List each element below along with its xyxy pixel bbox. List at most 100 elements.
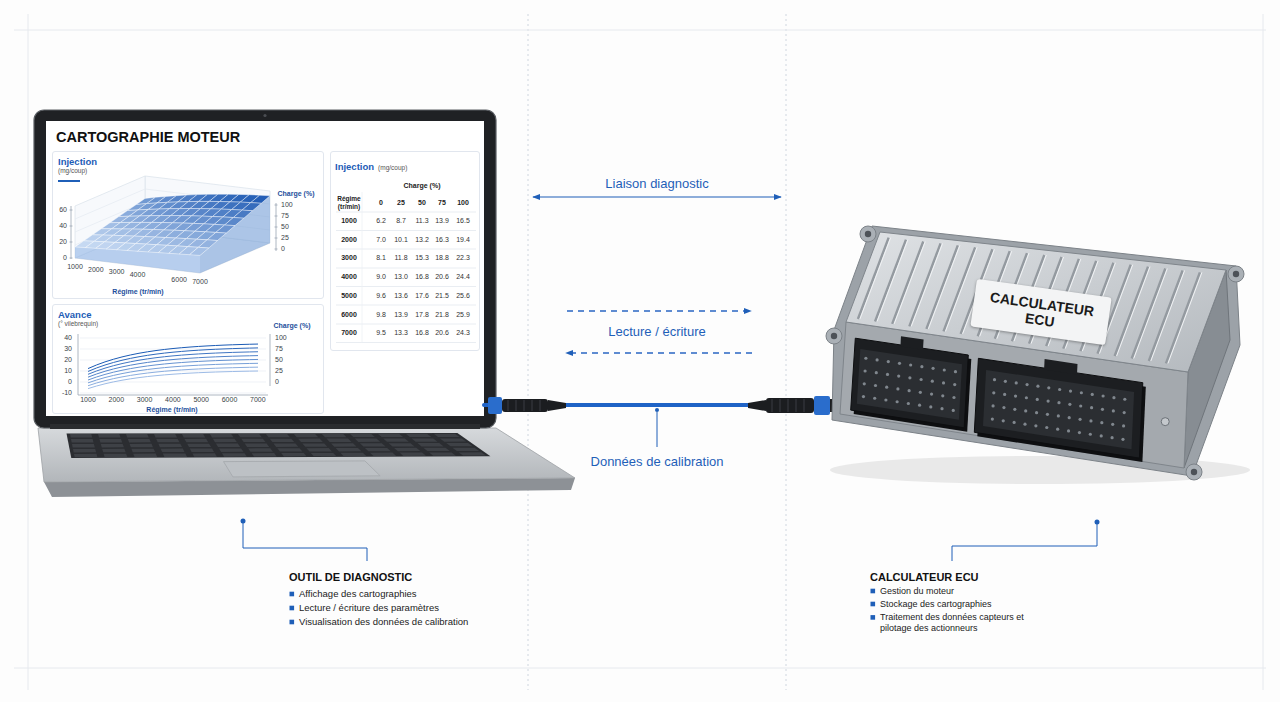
axis-label: 100: [275, 334, 287, 342]
keyboard-keys: [365, 448, 391, 451]
advance-curves: [88, 352, 258, 375]
table-cell: 24.3: [456, 329, 470, 337]
keyboard-keys: [71, 439, 94, 443]
keyboard-keys: [406, 434, 432, 437]
keyboard-keys: [192, 453, 217, 457]
advance-curves: [88, 367, 258, 386]
mounting-ear: [826, 328, 842, 344]
cooling-fin: [877, 240, 908, 322]
keyboard-keys: [104, 454, 128, 458]
axis-label: 7000: [250, 396, 266, 404]
keyboard-keys: [213, 439, 237, 442]
keyboard-keys: [70, 434, 486, 458]
chart-title: Injection: [58, 156, 318, 167]
keyboard-keys: [74, 454, 97, 458]
ecu-connector: [940, 407, 943, 410]
ecu-connector: [884, 398, 887, 401]
injection-surface: [198, 240, 217, 248]
ecu-connector: [1003, 393, 1006, 396]
keyboard-keys: [72, 444, 95, 448]
ecu-connector: [993, 378, 996, 381]
frame-guides: [14, 668, 1266, 669]
ecu-connector: [875, 358, 878, 361]
chart-gridline: [80, 393, 266, 394]
ecu-connector: [1100, 434, 1103, 437]
keyboard-keys: [222, 453, 247, 457]
cooling-fin: [1168, 272, 1202, 363]
flow-arrow: [566, 352, 752, 354]
axis-label: 1000: [80, 396, 96, 404]
frame-guides: [28, 14, 29, 690]
mounting-ear: [1228, 266, 1244, 282]
chart-tick: [275, 249, 278, 250]
axis-label: Charge (%): [274, 322, 311, 330]
connector-caption: Liaison diagnostic: [605, 176, 708, 192]
ecu-connector: [907, 402, 910, 405]
keyboard-keys: [210, 434, 234, 437]
ecu-connector: [1089, 419, 1092, 422]
chart-gridline: [80, 382, 266, 383]
ecu-connector: [1111, 423, 1114, 426]
table-cell: 20.6: [435, 273, 449, 281]
axis-label: 40: [59, 222, 67, 230]
cooling-fin: [1132, 269, 1166, 359]
keyboard-keys: [248, 448, 273, 452]
keyboard-keys: [355, 439, 380, 442]
plug-rib: [804, 399, 805, 412]
table-cell: Charge (%): [404, 182, 441, 190]
keyboard-keys: [187, 444, 211, 447]
keyboard-keys: [128, 439, 151, 443]
frame-guides: [528, 14, 529, 690]
table-cell: 22.3: [456, 254, 470, 262]
ecu-connector: [1057, 414, 1060, 417]
laptop-lid: [34, 110, 496, 428]
keyboard-keys: [73, 449, 96, 453]
connector-body: [851, 338, 969, 428]
cooling-fins: [1166, 272, 1202, 363]
ecu-connector: [1024, 409, 1027, 412]
callout-bullet: Visualisation des données de calibration: [299, 616, 468, 627]
axis-label: 10: [64, 367, 72, 375]
table-rules: [336, 305, 476, 306]
callout-heading: CALCULATEUR ECU: [870, 571, 979, 584]
keyboard-keys: [131, 449, 155, 453]
ecu-connector: [1112, 409, 1115, 412]
ecu-connector: [886, 373, 889, 376]
keyboard-keys: [383, 439, 409, 442]
ecu-connector: [954, 370, 957, 373]
advance-curves: [88, 363, 258, 383]
ecu-connector: [909, 363, 912, 366]
title-underline: [58, 180, 80, 182]
laptop-hinge: [50, 424, 480, 429]
table-cell: 15.3: [415, 254, 429, 262]
keyboard-keys: [266, 434, 290, 437]
table-cell: 21.8: [435, 310, 449, 318]
callout-bullet: Gestion du moteur: [880, 586, 954, 597]
injection-surface: [233, 210, 252, 218]
keyboard-keys: [459, 452, 486, 455]
keyboard-keys: [378, 434, 403, 437]
plug-body: [502, 399, 548, 412]
mounting-hole: [1191, 469, 1197, 475]
table-cell: 16.3: [435, 235, 449, 243]
table-rules: [336, 230, 476, 231]
chart-axis: [78, 395, 268, 396]
ecu-connector: [1025, 383, 1028, 386]
dimension-arrow: [533, 196, 781, 197]
cooling-fin: [926, 245, 957, 328]
ecu-connector: [1047, 399, 1050, 402]
keyboard-keys: [238, 434, 262, 437]
plug-rib: [540, 400, 541, 411]
cooling-fin: [1115, 267, 1148, 356]
connector-face: [983, 370, 1134, 449]
chart-axis: [276, 203, 277, 251]
ecu-connector: [953, 383, 956, 386]
bullet-markers: [871, 589, 876, 594]
ecu-connector: [897, 375, 900, 378]
keyboard-keys: [440, 438, 466, 441]
ecu-connector: [1002, 406, 1005, 409]
keyboard-keys: [102, 449, 125, 453]
ecu-connector: [908, 376, 911, 379]
table-cell: 25: [397, 199, 405, 207]
ecu-connector: [992, 391, 995, 394]
